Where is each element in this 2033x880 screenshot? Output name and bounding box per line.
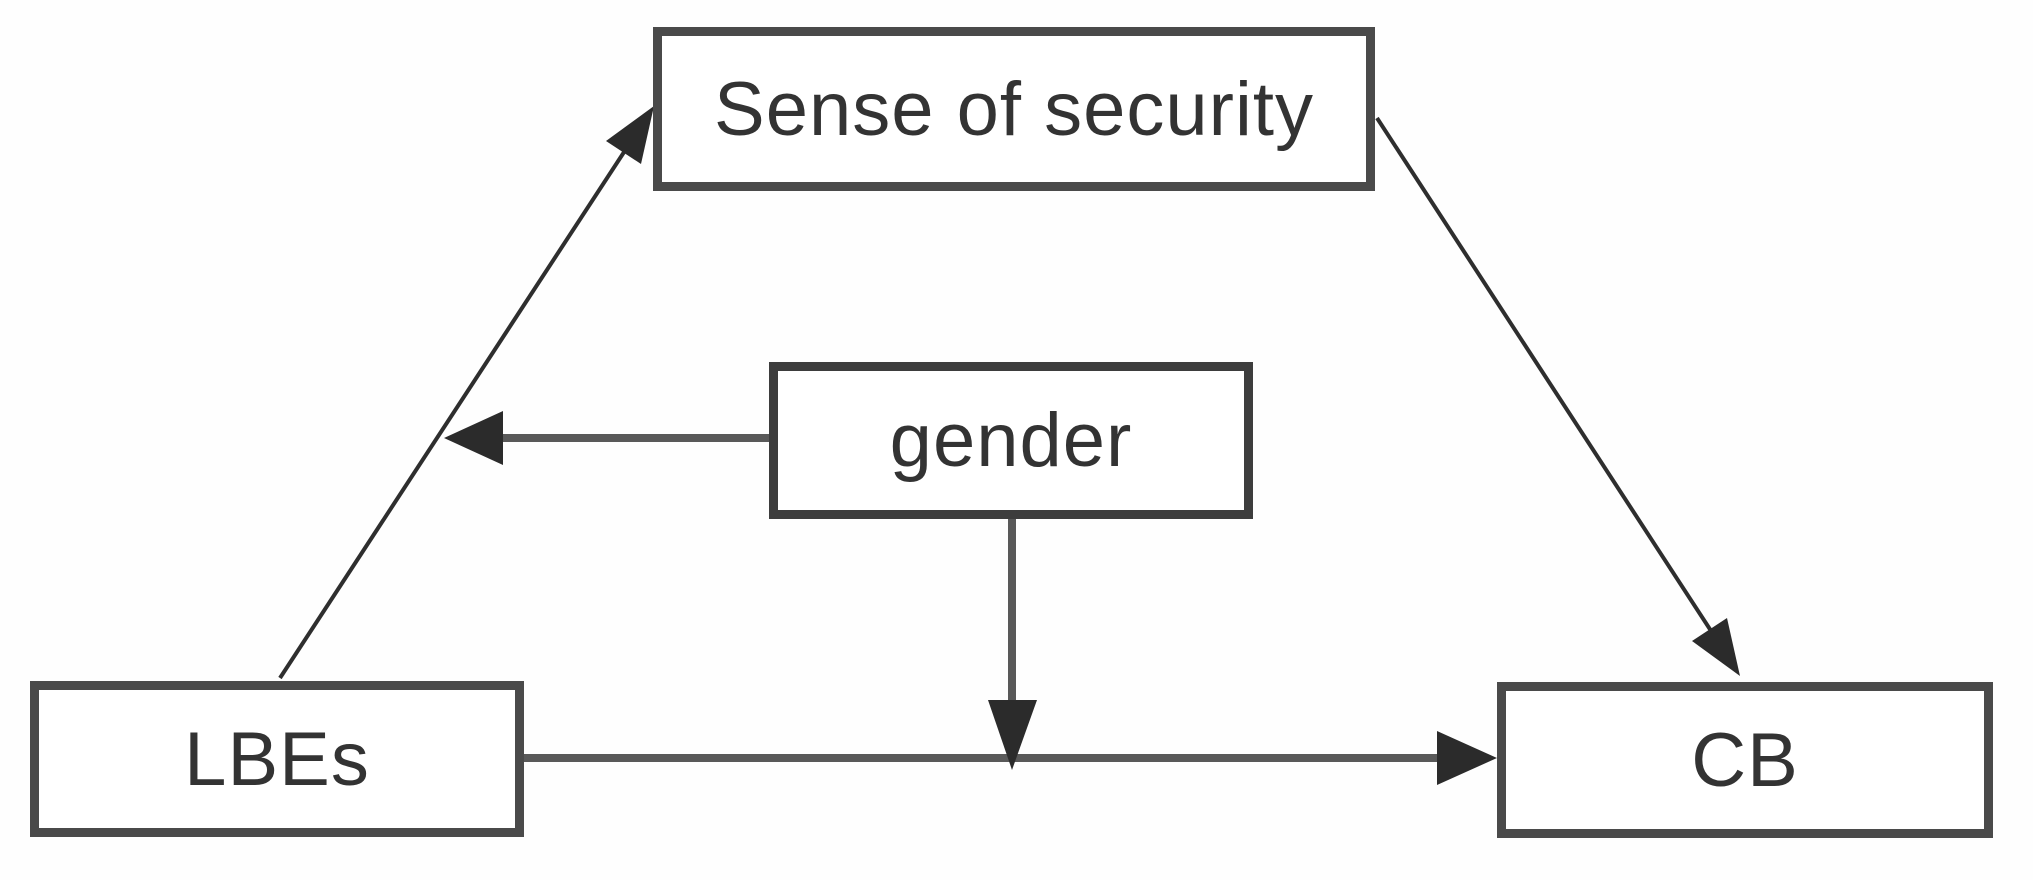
arrow-gender-to-path-lbes-sense — [444, 411, 769, 465]
arrowhead-down-icon — [988, 700, 1037, 770]
arrow-lbes-to-sense-line — [278, 144, 630, 680]
node-lbes-label: LBEs — [184, 716, 370, 802]
node-sense-of-security-label: Sense of security — [714, 66, 1314, 152]
arrow-gender-to-path-lbes-cb — [988, 519, 1037, 770]
node-cb: CB — [1497, 682, 1993, 838]
node-gender-label: gender — [889, 398, 1133, 483]
arrow-sense-to-cb — [1375, 116, 1740, 676]
arrowhead-left-icon — [444, 411, 503, 465]
node-cb-label: CB — [1691, 717, 1799, 803]
node-sense-of-security: Sense of security — [653, 27, 1375, 191]
arrowhead-right-icon — [1437, 731, 1497, 785]
arrowhead-down-right-icon — [1692, 618, 1740, 676]
arrowhead-up-right-icon — [606, 106, 654, 164]
arrow-lbes-to-sense — [278, 106, 654, 680]
node-lbes: LBEs — [30, 681, 524, 837]
arrow-lbes-to-cb — [524, 731, 1497, 785]
arrow-sense-to-cb-line — [1375, 116, 1717, 639]
node-gender: gender — [769, 362, 1253, 519]
